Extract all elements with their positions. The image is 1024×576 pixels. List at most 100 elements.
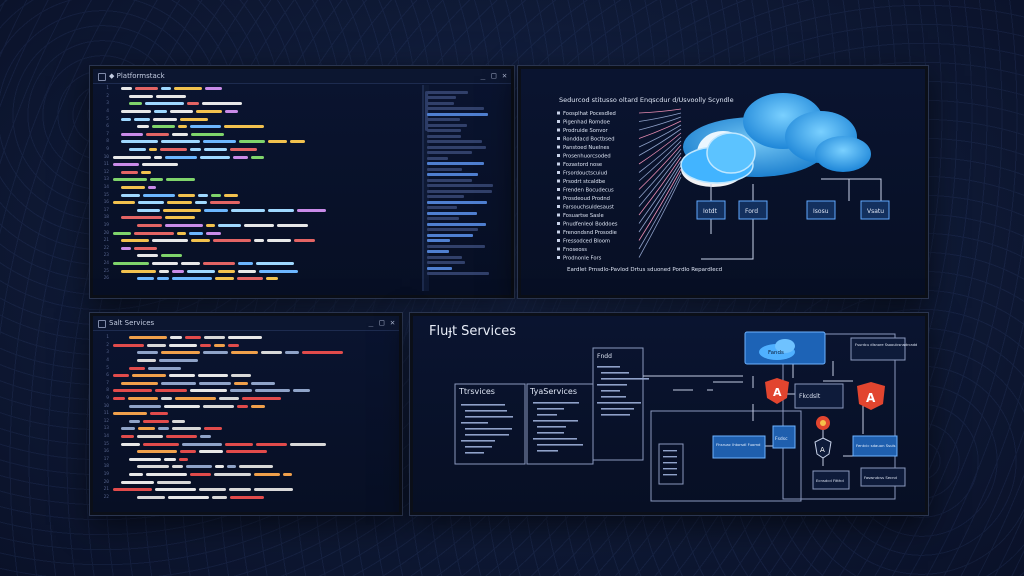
code-token: [189, 231, 203, 235]
list-line: [601, 414, 630, 416]
line-number: 10: [103, 154, 109, 160]
node-blue-1[interactable]: Fhsruac lhtorsdl Fuomd: [712, 435, 766, 459]
bullet: [557, 213, 560, 217]
code-token: [161, 351, 200, 355]
maximize-icon[interactable]: □: [379, 318, 385, 327]
code-token: [155, 389, 187, 393]
cloud-node-label: Fands: [768, 350, 784, 356]
code-token: [268, 140, 287, 144]
node-right-top-label: Fsurdcu dlsnore Ssooulcsnadrcadd: [855, 343, 917, 347]
outline-panel[interactable]: [422, 85, 509, 291]
minimize-icon[interactable]: _: [480, 71, 486, 80]
code-token: [261, 351, 282, 355]
list-line: [465, 452, 484, 454]
scrollbar[interactable]: [423, 85, 429, 291]
code-token: [138, 201, 164, 205]
code-token: [132, 374, 166, 378]
code-token: [195, 201, 207, 205]
scrollbar-thumb[interactable]: [425, 91, 428, 131]
outline-line: [427, 151, 472, 154]
code-token: [129, 404, 161, 408]
code-token: [167, 201, 192, 205]
code-token: [160, 148, 187, 152]
section-a-title: Ttrsvices: [458, 387, 495, 396]
diagram-label: Frenden Bocudecus: [563, 188, 614, 194]
code-token: [157, 480, 191, 484]
code-token: [229, 488, 251, 492]
code-line: 26: [97, 275, 421, 283]
cloud-node[interactable]: Ford: [738, 200, 768, 220]
section-list-lines: [461, 366, 649, 454]
node-right-top[interactable]: Fsurdcu dlsnore Ssooulcsnadrcadd: [850, 337, 917, 361]
code-token: [228, 343, 239, 347]
connector-arrow: [638, 116, 682, 131]
node-bottom-1[interactable]: Ecnsdcd Fitthd: [812, 470, 850, 490]
outline-line: [427, 145, 486, 149]
code-token: [113, 397, 125, 401]
outline-line: [427, 244, 485, 248]
code-token: [203, 351, 228, 355]
cloud-node-label: Vsatu: [867, 208, 884, 215]
close-icon[interactable]: ✕: [502, 71, 507, 80]
line-number: 19: [103, 471, 109, 477]
outline-line: [427, 134, 461, 138]
connector-arrow: [638, 120, 682, 139]
code-token: [239, 465, 273, 469]
code-token: [200, 155, 230, 159]
line-number: 21: [103, 238, 109, 244]
code-token: [137, 465, 169, 469]
outline-line: [427, 200, 487, 204]
svg-text:Fentcic sdauon Ssuls: Fentcic sdauon Ssuls: [856, 443, 896, 448]
code-token: [190, 472, 211, 476]
code-token: [204, 208, 228, 212]
outline-line: [427, 233, 473, 237]
node-blue-3[interactable]: Fentcic sdauon Ssuls: [852, 435, 898, 457]
code-token: [152, 239, 188, 243]
bullet: [557, 196, 560, 200]
code-token: [226, 450, 267, 454]
node-mid[interactable]: Fkcdslt: [794, 383, 844, 409]
bullet: [557, 222, 560, 225]
cloud-node-label: Isosu: [813, 208, 829, 215]
editor-tab-title[interactable]: Salt Services: [109, 319, 155, 327]
maximize-icon[interactable]: □: [491, 71, 497, 80]
cloud-node[interactable]: Vsatu: [860, 200, 890, 220]
code-token: [135, 87, 158, 91]
list-line: [537, 408, 564, 410]
code-line: 16: [97, 199, 421, 207]
code-line: 4: [97, 357, 391, 365]
code-token: [121, 140, 158, 144]
code-token: [172, 269, 184, 273]
svg-text:Ecnsdcd Fitthd: Ecnsdcd Fitthd: [816, 478, 844, 483]
cloud-node[interactable]: Isosu: [806, 200, 836, 220]
minimize-icon[interactable]: _: [368, 318, 374, 327]
cloud-node[interactable]: Iotdt: [696, 200, 726, 220]
code-token: [121, 193, 140, 197]
outline-line: [427, 156, 448, 160]
line-number: 17: [103, 456, 109, 462]
code-token: [113, 389, 152, 393]
close-icon[interactable]: ✕: [390, 318, 395, 327]
code-token: [172, 427, 201, 431]
code-token: [239, 140, 265, 144]
code-line: 8: [97, 387, 391, 395]
code-token: [161, 381, 196, 385]
code-token: [137, 254, 158, 258]
outline-line: [427, 206, 457, 209]
line-number: 10: [103, 403, 109, 409]
cloud-node[interactable]: Fands: [744, 331, 826, 365]
node-bottom-2[interactable]: Faswndcss Secnd: [860, 467, 906, 487]
cloud-icon: [683, 93, 871, 177]
list-line: [597, 384, 627, 386]
code-token: [161, 140, 200, 144]
code-line: 19: [97, 471, 391, 479]
code-token: [121, 170, 138, 174]
node-blue-2[interactable]: Fsdsc: [772, 425, 796, 449]
line-number: 7: [106, 131, 109, 137]
code-token: [121, 216, 162, 220]
code-line: 14: [97, 184, 421, 192]
editor-tab-title[interactable]: ◆ Platformstack: [109, 72, 165, 80]
